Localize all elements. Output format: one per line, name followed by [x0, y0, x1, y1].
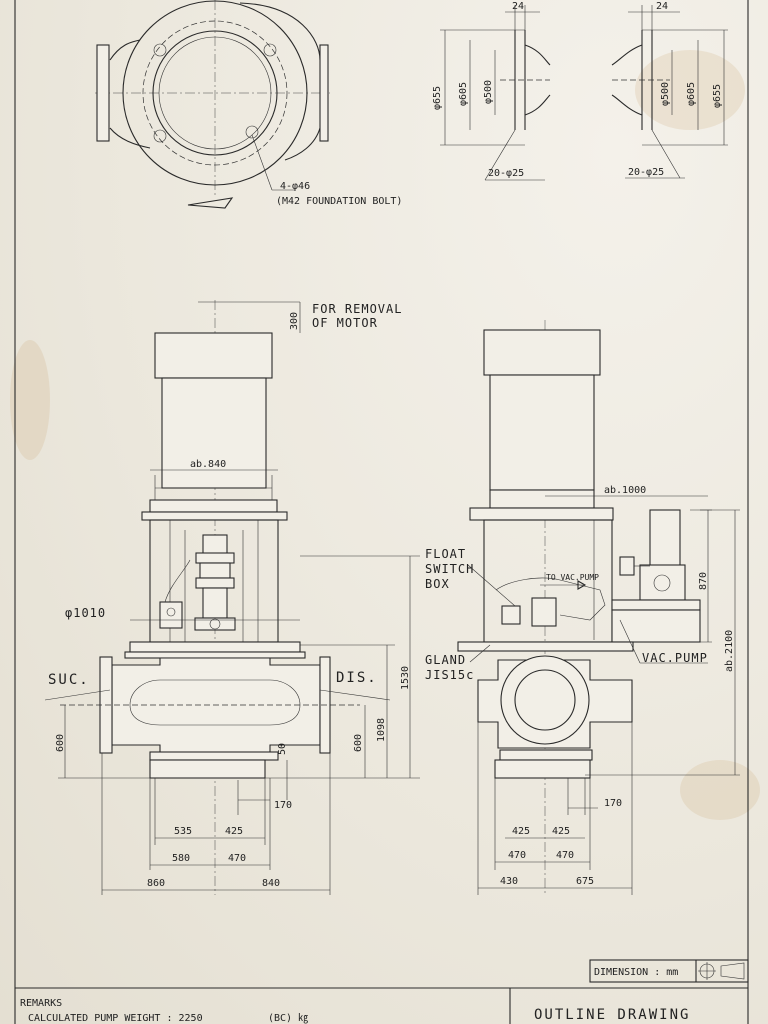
flange-left-holes: 20-φ25: [488, 168, 524, 179]
title-block: [15, 959, 749, 1024]
front-suction-height: 600: [55, 734, 66, 752]
flange-left-bore: φ500: [483, 80, 494, 104]
removal-note-1: FOR REMOVAL: [312, 302, 402, 316]
front-1098-dim: 1098: [376, 718, 387, 742]
suction-label: SUC.: [48, 672, 90, 688]
dimension-unit-label: DIMENSION : mm: [594, 967, 678, 978]
side-2100-dim: ab.2100: [724, 630, 735, 672]
side-view-pump: [457, 320, 740, 895]
gland-label-2: JIS15c: [425, 668, 474, 682]
float-switch-label-3: BOX: [425, 577, 450, 591]
float-switch-label-2: SWITCH: [425, 562, 474, 576]
flange-right-outer-dia: φ655: [712, 84, 723, 108]
flange-left-outer-dia: φ655: [432, 86, 443, 110]
front-535-dim: 535: [174, 826, 192, 837]
front-50-dim: 50: [277, 743, 288, 755]
casing-dia-dim: φ1010: [65, 606, 106, 620]
flange-detail-right: [611, 5, 728, 179]
front-170-dim: 170: [274, 800, 292, 811]
side-870-dim: 870: [698, 572, 709, 590]
motor-width-dim: ab.840: [190, 459, 226, 470]
front-1530-dim: 1530: [400, 666, 411, 690]
removal-dim: 300: [289, 312, 300, 330]
side-430-dim: 430: [500, 876, 518, 887]
flange-right-holes: 20-φ25: [628, 167, 664, 178]
front-840-dim: 840: [262, 878, 280, 889]
remarks-label: REMARKS: [20, 998, 62, 1009]
drawing-title: OUTLINE DRAWING: [534, 1007, 690, 1023]
side-470b-dim: 470: [556, 850, 574, 861]
side-425b-dim: 425: [552, 826, 570, 837]
float-switch-label-1: FLOAT: [425, 547, 466, 561]
side-470a-dim: 470: [508, 850, 526, 861]
pump-weight-unit: (BC) ㎏: [268, 1012, 308, 1024]
removal-note-2: OF MOTOR: [312, 316, 378, 330]
front-860-dim: 860: [147, 878, 165, 889]
top-view-casing: [95, 0, 330, 209]
gland-label-1: GLAND: [425, 653, 466, 667]
side-1000-dim: ab.1000: [604, 485, 646, 496]
bolt-note-size: (M42 FOUNDATION BOLT): [276, 196, 402, 207]
side-675-dim: 675: [576, 876, 594, 887]
flange-left-thickness: 24: [512, 1, 524, 12]
front-view-pump: [44, 300, 420, 895]
side-425a-dim: 425: [512, 826, 530, 837]
to-vac-pump-label: TO VAC.PUMP: [546, 573, 599, 582]
flange-right-thickness: 24: [656, 1, 668, 12]
pump-weight-label: CALCULATED PUMP WEIGHT : 2250: [28, 1013, 203, 1024]
flange-right-pcd: φ605: [686, 82, 697, 106]
flange-detail-left: [440, 5, 551, 181]
flange-left-pcd: φ605: [458, 82, 469, 106]
discharge-label: DIS.: [336, 670, 378, 686]
drawing-border: [14, 0, 749, 1024]
front-425-dim: 425: [225, 826, 243, 837]
vac-pump-label: VAC.PUMP: [642, 651, 708, 665]
front-discharge-height: 600: [353, 734, 364, 752]
bolt-note-count: 4-φ46: [280, 181, 310, 192]
side-170-dim: 170: [604, 798, 622, 809]
front-470-dim: 470: [228, 853, 246, 864]
flange-right-bore: φ500: [660, 82, 671, 106]
front-580-dim: 580: [172, 853, 190, 864]
